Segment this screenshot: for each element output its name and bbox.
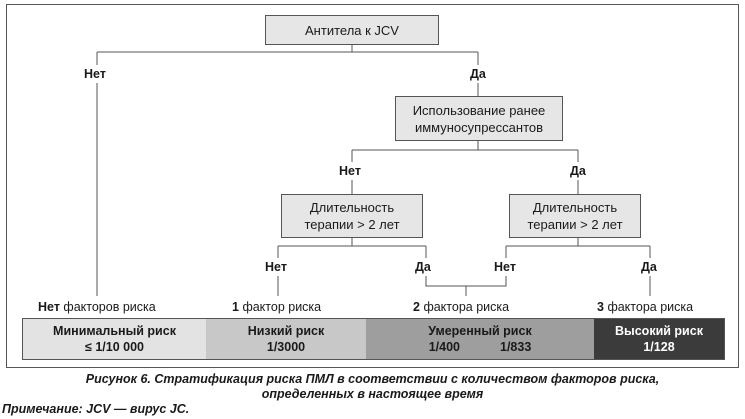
- label-no-duration-right: Нет: [494, 260, 516, 274]
- duration-left-line-1: Длительность: [309, 200, 395, 215]
- factor-one: 1 фактор риска: [232, 300, 321, 314]
- immuno-connector: [351, 141, 579, 162]
- factor-three-num: 3: [597, 300, 604, 314]
- risk-high-name: Высокий риск: [615, 324, 703, 338]
- factor-two-text: фактора риска: [423, 300, 510, 314]
- factor-none-text: факторов риска: [63, 300, 156, 314]
- second-level-lines: [351, 180, 579, 194]
- risk-bar: Минимальный риск ≤ 1/10 000 Низкий риск …: [22, 318, 725, 360]
- duration-left-line-2: терапии > 2 лет: [304, 217, 400, 232]
- jcv-antibodies-box: Антитела к JCV: [265, 15, 439, 45]
- duration-box-left: Длительность терапии > 2 лет: [281, 194, 423, 238]
- risk-low: Низкий риск 1/3000: [206, 319, 366, 359]
- left-duration-connector: [277, 238, 427, 296]
- label-no-immuno: Нет: [339, 164, 361, 178]
- footnote: Примечание: JCV — вирус JC.: [2, 402, 190, 416]
- risk-high: Высокий риск 1/128: [594, 319, 724, 359]
- caption-line-2: определенных в настоящее время: [261, 387, 484, 401]
- factor-three-text: фактора риска: [607, 300, 694, 314]
- label-yes-duration-right: Да: [641, 260, 657, 274]
- immuno-line-1: Использование ранее: [412, 102, 546, 118]
- label-no-duration-left: Нет: [265, 260, 287, 274]
- immuno-line-2: иммуносупрессантов: [414, 119, 544, 135]
- risk-moderate-value-1: 1/400: [428, 340, 460, 354]
- label-yes-immuno: Да: [570, 164, 586, 178]
- risk-moderate-name: Умеренный риск: [428, 324, 532, 338]
- factor-three: 3 фактора риска: [597, 300, 693, 314]
- jcv-antibodies-label: Антитела к JCV: [305, 22, 399, 38]
- risk-low-name: Низкий риск: [247, 324, 325, 338]
- factor-one-num: 1: [232, 300, 239, 314]
- duration-right-line-2: терапии > 2 лет: [527, 217, 623, 232]
- risk-moderate: Умеренный риск 1/400 1/833: [366, 319, 594, 359]
- immunosuppressants-box: Использование ранее иммуносупрессантов: [395, 96, 563, 141]
- risk-minimal-name: Минимальный риск: [53, 324, 176, 338]
- label-no-jcv: Нет: [84, 67, 106, 81]
- duration-right-line-1: Длительность: [532, 200, 618, 215]
- figure-caption: Рисунок 6. Стратификация риска ПМЛ в соо…: [0, 372, 745, 402]
- label-yes-jcv: Да: [470, 67, 486, 81]
- label-yes-duration-left: Да: [415, 260, 431, 274]
- risk-minimal-value: ≤ 1/10 000: [85, 340, 144, 354]
- root-connector: [96, 45, 479, 65]
- risk-moderate-value-2: 1/833: [500, 340, 532, 354]
- merge-bracket: [425, 276, 507, 296]
- diagram-frame: [6, 4, 739, 368]
- factor-one-text: фактор риска: [242, 300, 322, 314]
- duration-box-right: Длительность терапии > 2 лет: [509, 194, 641, 238]
- risk-minimal: Минимальный риск ≤ 1/10 000: [23, 319, 206, 359]
- factor-none: Нет факторов риска: [38, 300, 156, 314]
- right-duration-connector: [505, 238, 651, 296]
- risk-low-value: 1/3000: [266, 340, 306, 354]
- factor-two: 2 фактора риска: [413, 300, 509, 314]
- risk-high-value: 1/128: [643, 340, 675, 354]
- factor-two-num: 2: [413, 300, 420, 314]
- caption-line-1: Рисунок 6. Стратификация риска ПМЛ в соо…: [85, 372, 660, 386]
- factor-none-num: Нет: [38, 300, 60, 314]
